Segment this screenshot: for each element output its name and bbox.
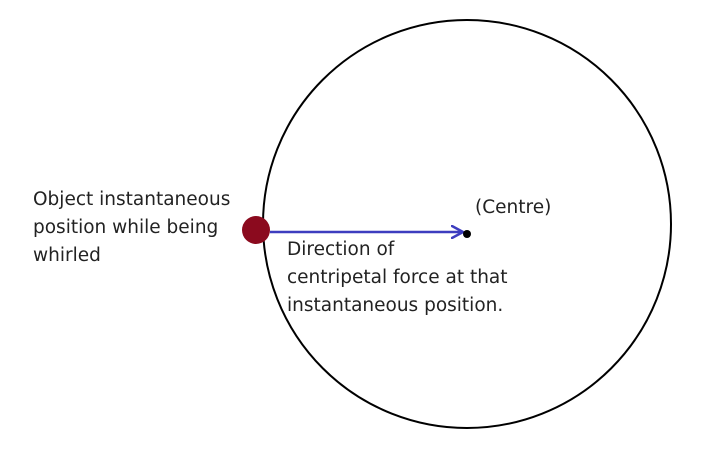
centre-point bbox=[463, 230, 471, 238]
circular-path bbox=[262, 19, 672, 429]
object-label-line-2: position while being bbox=[33, 217, 219, 238]
object-label-line-1: Object instantaneous bbox=[33, 189, 231, 210]
force-label-line-1: Direction of bbox=[287, 239, 395, 260]
object-ball bbox=[242, 216, 270, 244]
force-direction-label: Direction of centripetal force at that i… bbox=[287, 236, 508, 320]
centre-label-text: (Centre) bbox=[475, 197, 552, 218]
object-position-label: Object instantaneous position while bein… bbox=[33, 186, 230, 270]
force-label-line-3: instantaneous position. bbox=[287, 295, 504, 316]
object-label-line-3: whirled bbox=[33, 245, 101, 266]
centre-label: (Centre) bbox=[475, 194, 551, 222]
force-label-line-2: centripetal force at that bbox=[287, 267, 508, 288]
